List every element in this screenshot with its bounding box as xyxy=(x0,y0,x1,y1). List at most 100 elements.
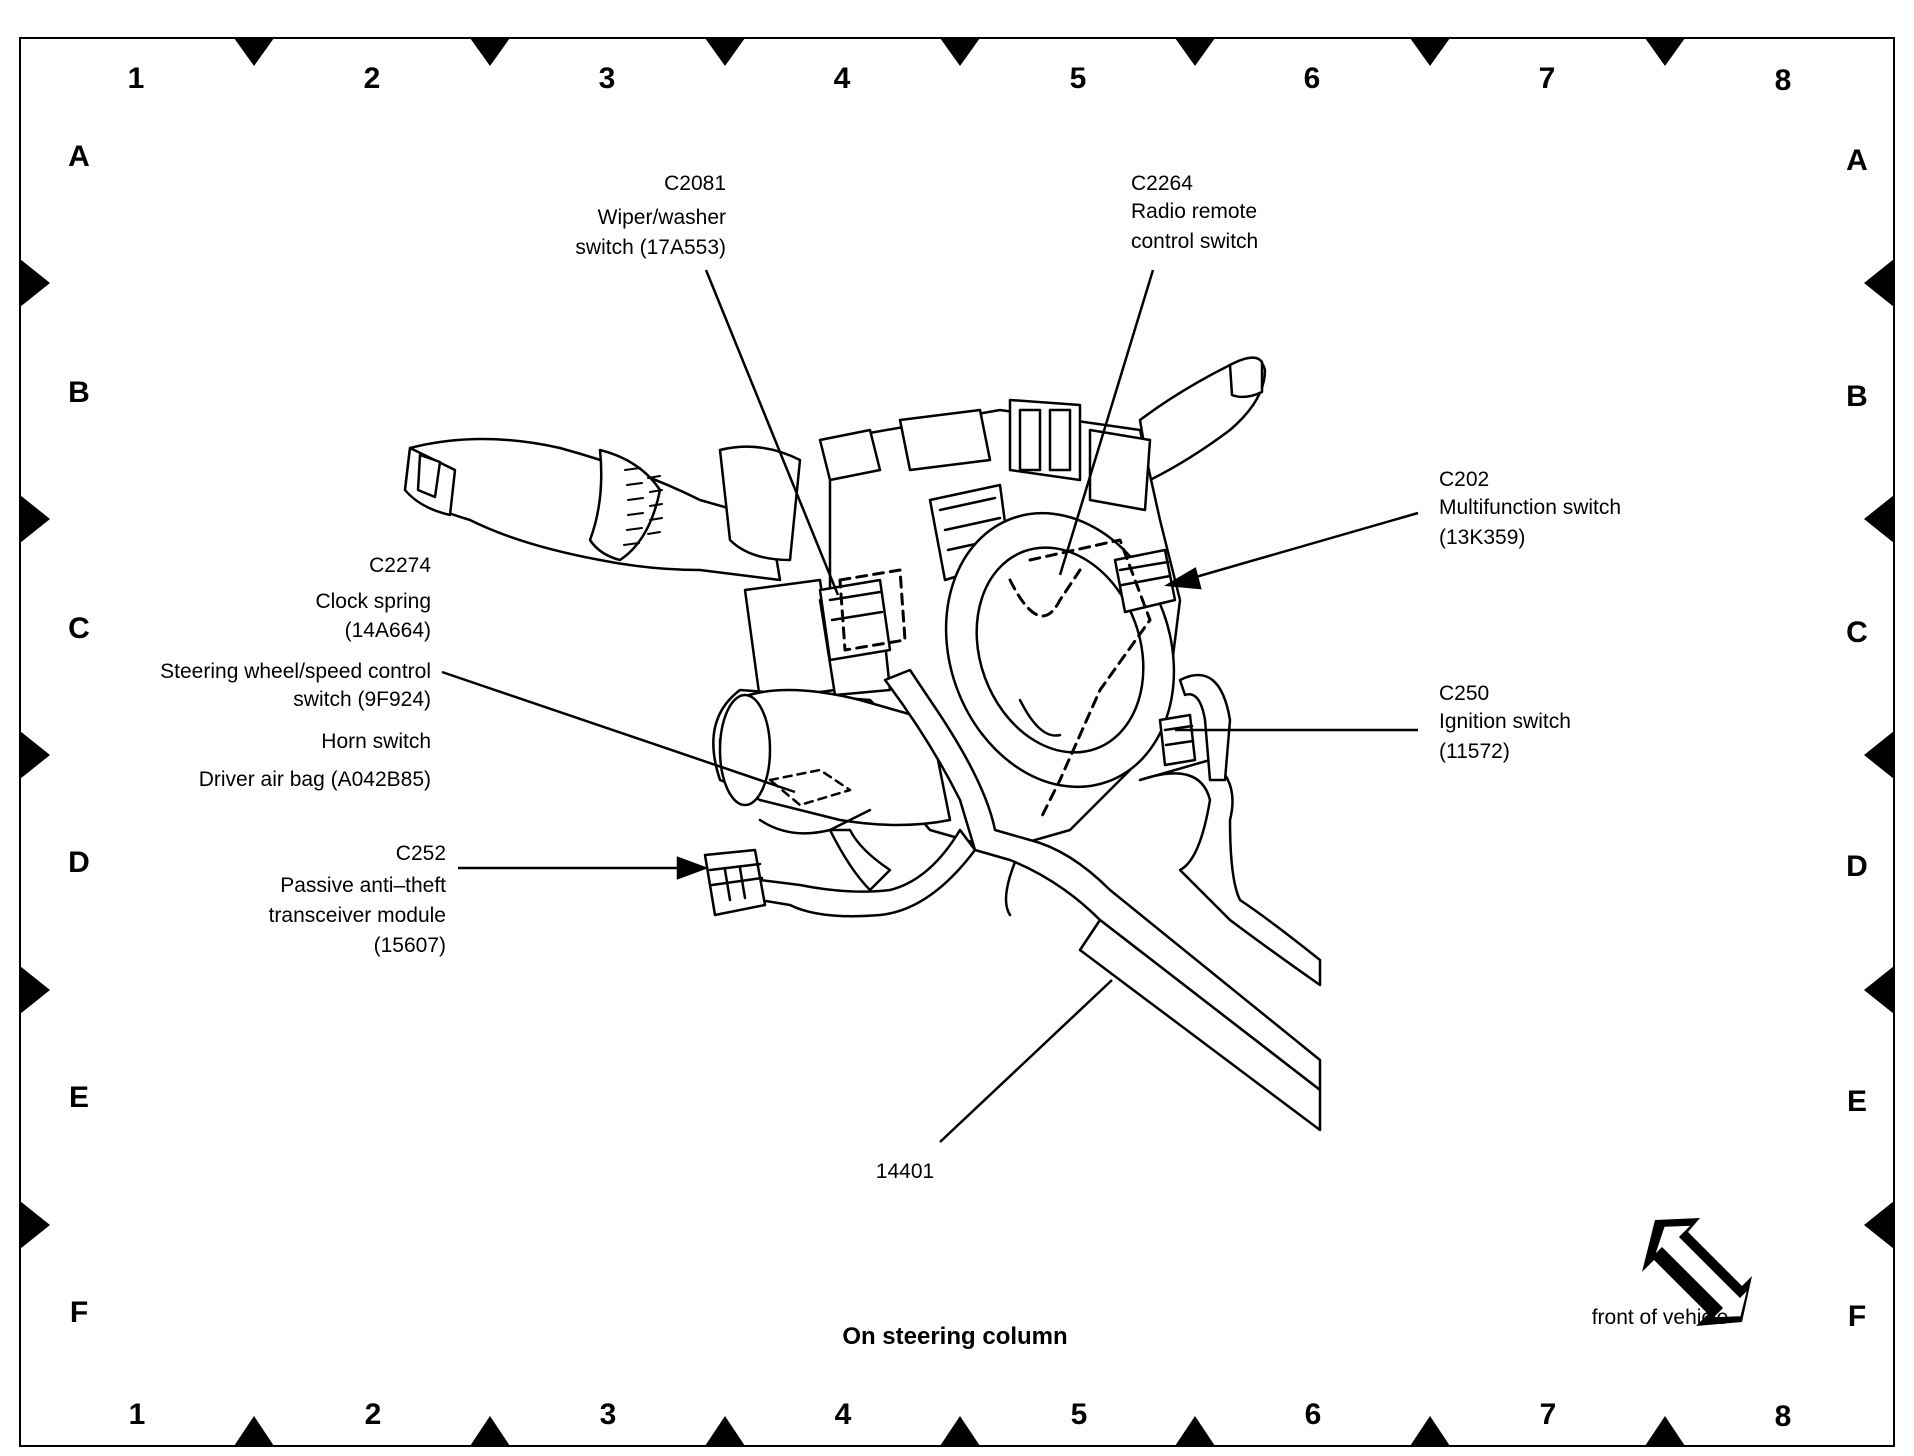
zone-marker-top-6 xyxy=(1410,38,1450,66)
front-of-vehicle-label: front of vehicle xyxy=(1592,1306,1729,1329)
harness-id: 14401 xyxy=(876,1160,934,1183)
zone-marker-bottom-3 xyxy=(705,1416,745,1446)
zone-marker-right-1 xyxy=(1864,259,1894,307)
leader-c2264 xyxy=(1058,269,1155,576)
zone-marker-left-1 xyxy=(20,259,50,307)
grid-col-3-top: 3 xyxy=(599,62,616,95)
zone-marker-right-3 xyxy=(1864,731,1894,779)
c202-desc-1: Multifunction switch xyxy=(1439,496,1621,519)
leader-steering-switch xyxy=(441,670,796,794)
callout-steering-switch: Steering wheel/speed control switch (9F9… xyxy=(160,660,431,711)
steering-column-illustration xyxy=(403,356,1322,1132)
c2081-id: C2081 xyxy=(664,172,726,195)
diagram-caption: On steering column xyxy=(842,1323,1067,1350)
grid-row-b-right: B xyxy=(1846,380,1868,413)
zone-marker-bottom-5 xyxy=(1175,1416,1215,1446)
c252-id: C252 xyxy=(396,842,446,865)
zone-marker-left-4 xyxy=(20,966,50,1014)
c2081-desc-1: Wiper/washer xyxy=(598,206,726,229)
steering-switch-desc-2: switch (9F924) xyxy=(293,688,431,711)
c202-desc-2: (13K359) xyxy=(1439,526,1525,549)
grid-row-a-right: A xyxy=(1846,144,1868,177)
grid-col-7-top: 7 xyxy=(1539,62,1556,95)
grid-row-labels-right: A B C D E F xyxy=(1846,144,1868,1333)
zone-marker-top-5 xyxy=(1175,38,1215,66)
leader-14401 xyxy=(939,979,1113,1143)
leader-lines xyxy=(441,269,1419,1143)
c250-connector xyxy=(1158,713,1197,767)
callout-14401: 14401 xyxy=(876,1160,934,1183)
callout-c2264: C2264 Radio remote control switch xyxy=(1131,172,1258,253)
callout-c252: C252 Passive anti–theft transceiver modu… xyxy=(269,842,447,957)
c250-id: C250 xyxy=(1439,682,1489,705)
grid-col-8-bottom: 8 xyxy=(1775,1400,1792,1433)
zone-marker-left-3 xyxy=(20,731,50,779)
c250-desc-2: (11572) xyxy=(1439,740,1510,763)
grid-row-d-left: D xyxy=(68,846,90,879)
c2264-id: C2264 xyxy=(1131,172,1193,195)
steering-switch-desc-1: Steering wheel/speed control xyxy=(160,660,431,683)
grid-row-f-right: F xyxy=(1848,1300,1866,1333)
grid-column-labels-bottom: 1 2 3 4 5 6 7 8 xyxy=(129,1398,1792,1433)
hidden-outline-dashes xyxy=(838,538,1152,822)
grid-col-2-bottom: 2 xyxy=(365,1398,382,1431)
zone-marker-bottom-7 xyxy=(1645,1416,1685,1446)
grid-row-c-left: C xyxy=(68,612,90,645)
c2274-id: C2274 xyxy=(369,554,431,577)
grid-column-labels-top: 1 2 3 4 5 6 7 8 xyxy=(128,62,1792,97)
horn-switch-label: Horn switch xyxy=(321,730,431,753)
c202-id: C202 xyxy=(1439,468,1489,491)
airbag-label: Driver air bag (A042B85) xyxy=(199,768,431,791)
leader-c202 xyxy=(1167,511,1419,587)
grid-col-5-top: 5 xyxy=(1070,62,1087,95)
zone-marker-top-7 xyxy=(1645,38,1685,66)
zone-marker-bottom-4 xyxy=(940,1416,980,1446)
callout-horn-switch: Horn switch xyxy=(321,730,431,753)
front-arrow-icon xyxy=(1642,1218,1752,1326)
zone-marker-bottom-6 xyxy=(1410,1416,1450,1446)
c252-desc-1: Passive anti–theft xyxy=(280,874,446,897)
grid-row-labels-left: A B C D E F xyxy=(68,140,90,1329)
grid-col-7-bottom: 7 xyxy=(1540,1398,1557,1431)
c250-desc-1: Ignition switch xyxy=(1439,710,1571,733)
c252-desc-2: transceiver module xyxy=(269,904,446,927)
c2081-connector xyxy=(818,578,892,662)
grid-col-2-top: 2 xyxy=(364,62,381,95)
zone-marker-right-4 xyxy=(1864,966,1894,1014)
grid-row-e-right: E xyxy=(1847,1085,1867,1118)
callout-c250: C250 Ignition switch (11572) xyxy=(1439,682,1571,763)
c2264-desc-2: control switch xyxy=(1131,230,1258,253)
c252-desc-3: (15607) xyxy=(374,934,446,957)
grid-col-5-bottom: 5 xyxy=(1071,1398,1088,1431)
c2274-desc-2: (14A664) xyxy=(345,619,431,642)
zone-marker-bottom-1 xyxy=(234,1416,274,1446)
grid-row-b-left: B xyxy=(68,376,90,409)
grid-col-8-top: 8 xyxy=(1775,64,1792,97)
grid-col-4-bottom: 4 xyxy=(835,1398,852,1431)
grid-row-d-right: D xyxy=(1846,850,1868,883)
c2264-desc-1: Radio remote xyxy=(1131,200,1257,223)
leader-c202-arrowhead xyxy=(1164,567,1202,590)
leader-c252-arrowhead xyxy=(676,856,709,880)
horn-switch-connector-outline xyxy=(768,768,852,807)
zone-marker-top-2 xyxy=(470,38,510,66)
callout-airbag: Driver air bag (A042B85) xyxy=(199,768,431,791)
c2081-desc-2: switch (17A553) xyxy=(575,236,726,259)
left-stalk xyxy=(403,437,802,582)
zone-marker-top-4 xyxy=(940,38,980,66)
grid-col-1-bottom: 1 xyxy=(129,1398,146,1431)
grid-col-6-bottom: 6 xyxy=(1305,1398,1322,1431)
grid-row-e-left: E xyxy=(69,1081,89,1114)
grid-col-6-top: 6 xyxy=(1304,62,1321,95)
zone-marker-top-1 xyxy=(234,38,274,66)
zone-marker-left-2 xyxy=(20,495,50,543)
c252-connector xyxy=(703,848,767,917)
grid-col-4-top: 4 xyxy=(834,62,851,95)
column-tube xyxy=(718,688,952,835)
zone-marker-bottom-2 xyxy=(470,1416,510,1446)
wiring-harness-14401 xyxy=(758,668,1322,1132)
zone-marker-right-2 xyxy=(1864,495,1894,543)
grid-row-c-right: C xyxy=(1846,616,1868,649)
zone-marker-left-5 xyxy=(20,1201,50,1249)
